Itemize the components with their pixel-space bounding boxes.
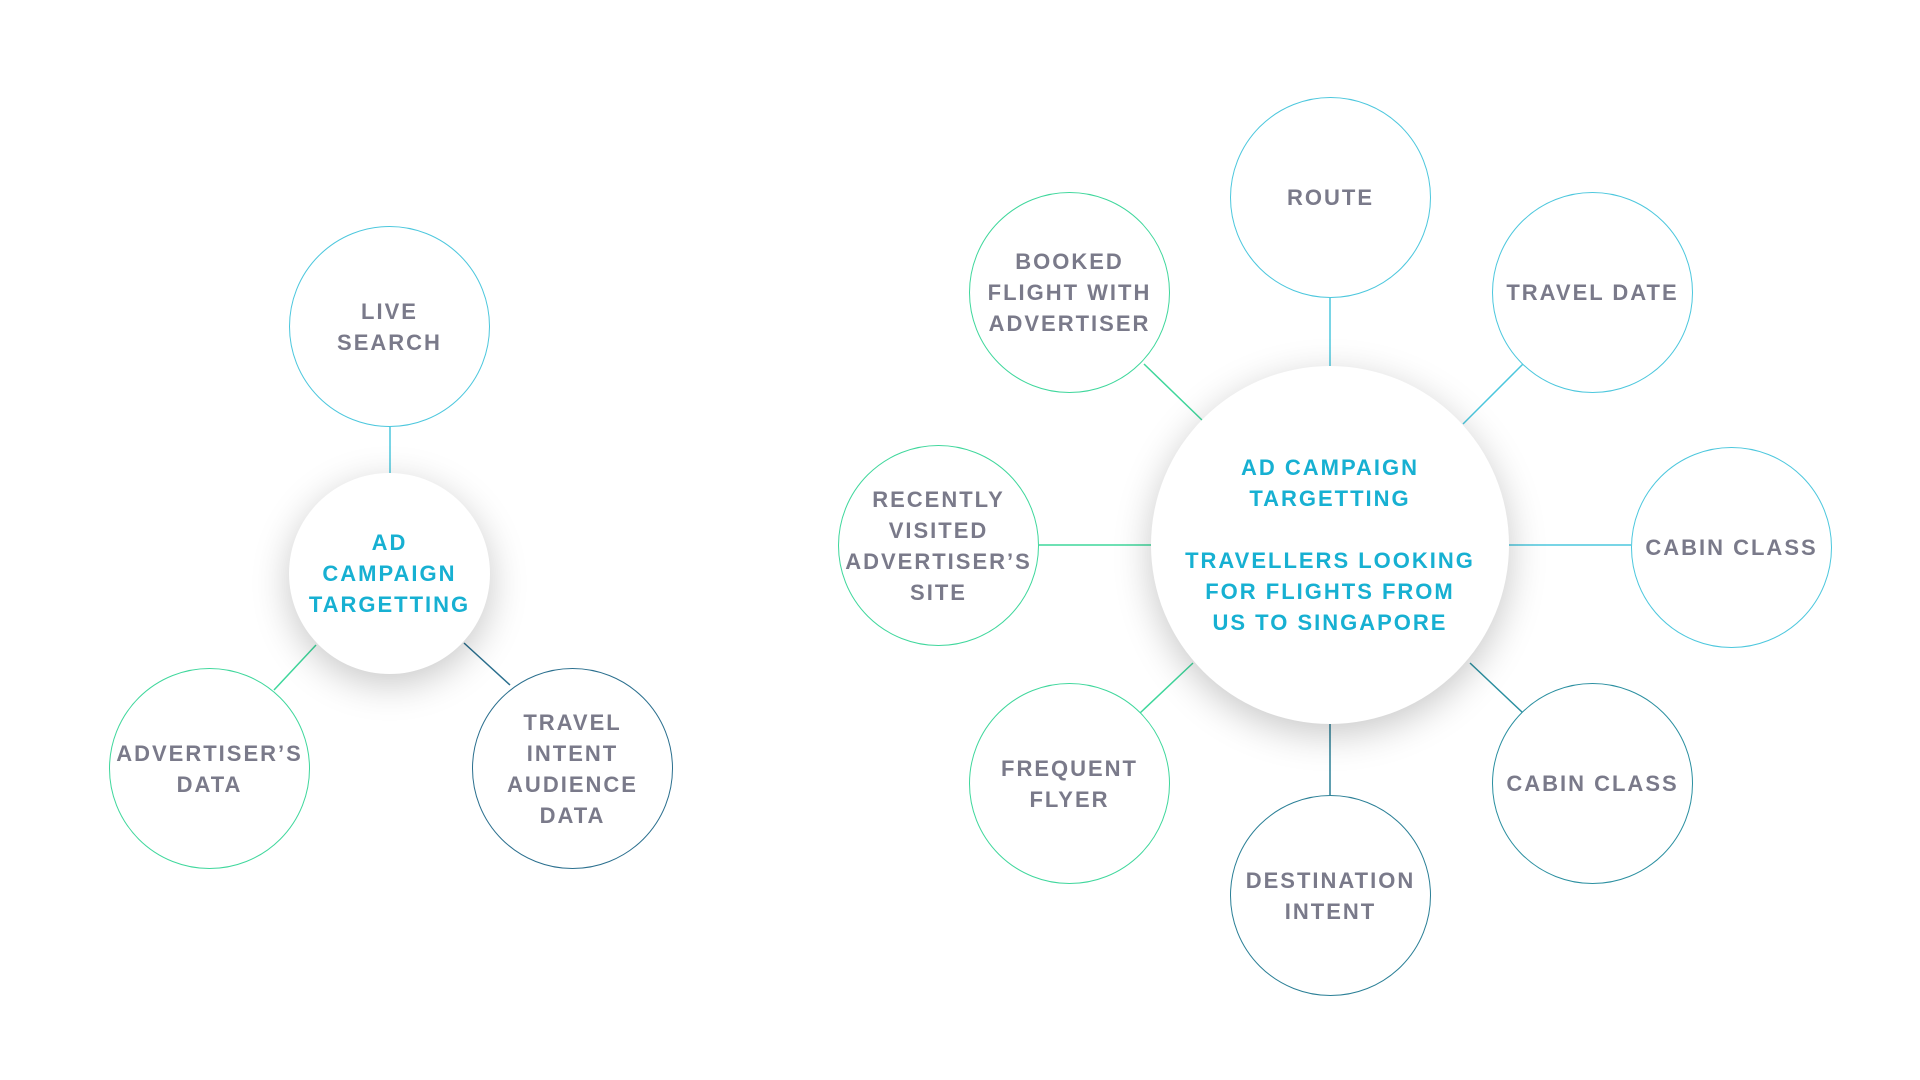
- node-route: ROUTE: [1230, 97, 1431, 298]
- line-booked-flight: [1143, 363, 1204, 422]
- node-live-search: LIVE SEARCH: [289, 226, 490, 427]
- center-node-large: AD CAMPAIGN TARGETTING TRAVELLERS LOOKIN…: [1151, 366, 1509, 724]
- node-label: RECENTLY VISITED ADVERTISER’S SITE: [845, 486, 1032, 605]
- line-travel-date: [1462, 363, 1524, 425]
- node-cabin-class-2: CABIN CLASS: [1492, 683, 1693, 884]
- line-frequent-flyer: [1139, 662, 1194, 714]
- node-label: FREQUENT FLYER: [1001, 755, 1138, 812]
- line-advertisers-data: [273, 644, 317, 691]
- node-recently-visited-site: RECENTLY VISITED ADVERTISER’S SITE: [838, 445, 1039, 646]
- line-travel-intent: [463, 642, 511, 686]
- node-label: CABIN CLASS: [1645, 535, 1818, 560]
- node-travel-intent-audience-data: TRAVEL INTENT AUDIENCE DATA: [472, 668, 673, 869]
- node-label: ADVERTISER’S DATA: [116, 740, 303, 797]
- center-node-small: AD CAMPAIGN TARGETTING: [289, 473, 490, 674]
- center-label: AD CAMPAIGN TARGETTING: [308, 530, 471, 617]
- node-destination-intent: DESTINATION INTENT: [1230, 795, 1431, 996]
- center-subtitle: TRAVELLERS LOOKING FOR FLIGHTS FROM US T…: [1185, 548, 1475, 635]
- center-label: AD CAMPAIGN TARGETTING TRAVELLERS LOOKIN…: [1175, 421, 1485, 669]
- node-label: BOOKED FLIGHT WITH ADVERTISER: [987, 249, 1152, 336]
- node-frequent-flyer: FREQUENT FLYER: [969, 683, 1170, 884]
- node-label: ROUTE: [1287, 185, 1374, 210]
- node-cabin-class: CABIN CLASS: [1631, 447, 1832, 648]
- node-label: DESTINATION INTENT: [1245, 867, 1416, 924]
- node-travel-date: TRAVEL DATE: [1492, 192, 1693, 393]
- node-label: LIVE SEARCH: [337, 298, 442, 355]
- node-label: CABIN CLASS: [1506, 771, 1679, 796]
- line-cabin-class-2: [1469, 662, 1524, 714]
- node-label: TRAVEL DATE: [1506, 280, 1679, 305]
- node-advertisers-data: ADVERTISER’S DATA: [109, 668, 310, 869]
- center-title: AD CAMPAIGN TARGETTING: [1240, 455, 1419, 511]
- node-booked-flight: BOOKED FLIGHT WITH ADVERTISER: [969, 192, 1170, 393]
- node-label: TRAVEL INTENT AUDIENCE DATA: [507, 709, 638, 828]
